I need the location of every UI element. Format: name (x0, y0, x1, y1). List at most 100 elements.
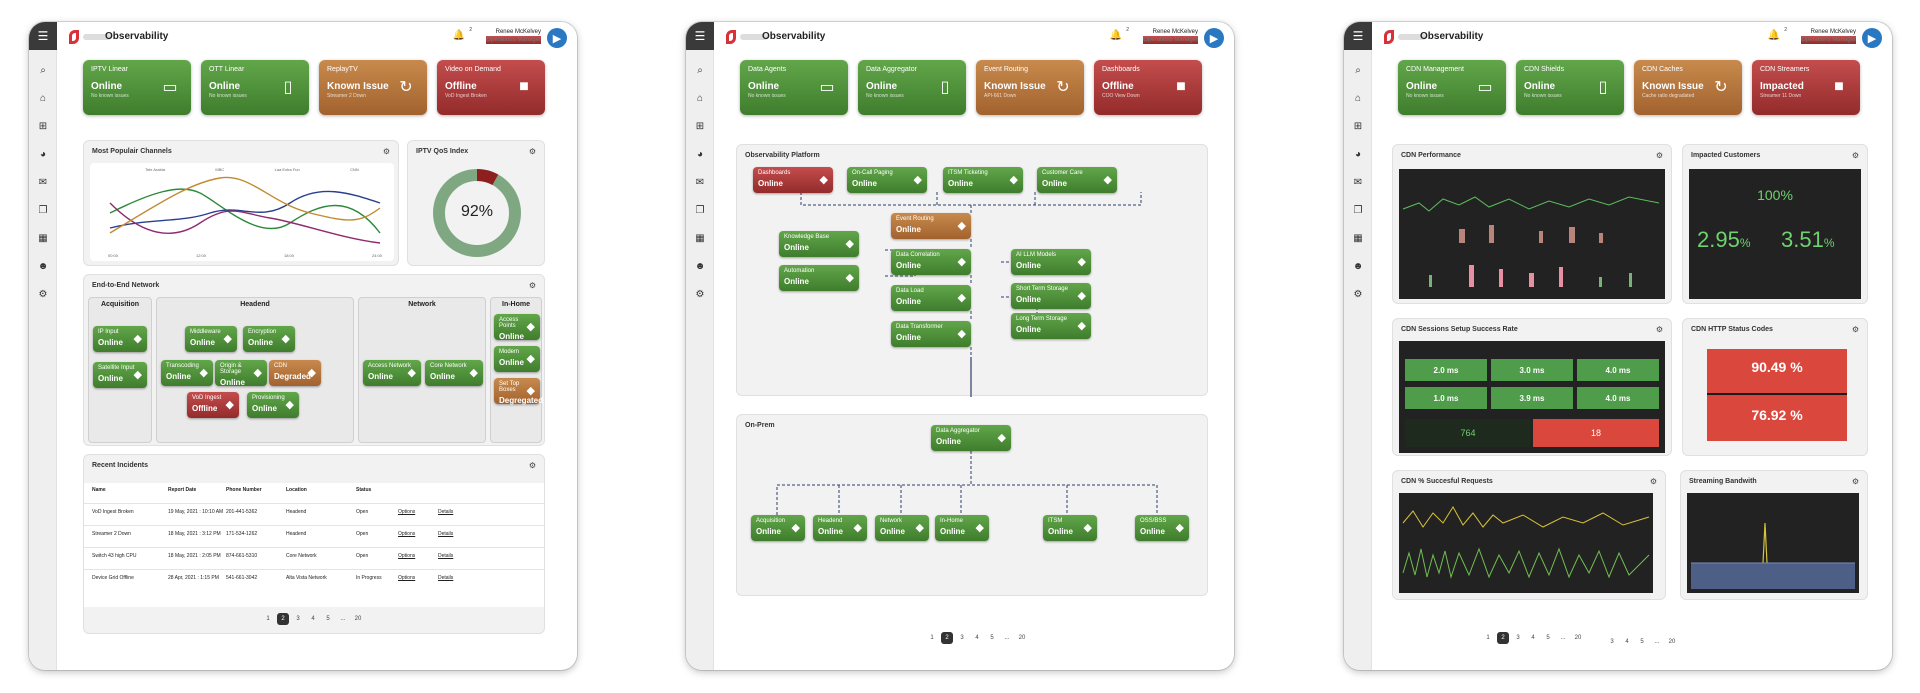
users-icon[interactable]: ☻ (1352, 260, 1364, 272)
page-link[interactable]: 20 (354, 616, 362, 622)
gear-icon[interactable]: ⚙ (528, 147, 536, 156)
home-icon[interactable]: ⌂ (696, 92, 704, 104)
page-link[interactable]: 4 (1625, 639, 1629, 645)
page-link[interactable]: 3 (296, 616, 300, 622)
gear-icon[interactable]: ⚙ (382, 147, 390, 156)
details-link[interactable]: Details (438, 509, 454, 515)
details-link[interactable]: Details (438, 575, 454, 581)
menu-icon[interactable]: ☰ (686, 22, 714, 50)
users-icon[interactable]: ☻ (694, 260, 706, 272)
page-link[interactable]: 1 (1486, 635, 1490, 641)
page-link[interactable]: 5 (326, 616, 330, 622)
page-link[interactable]: 1 (930, 635, 934, 641)
pages-icon[interactable]: ❐ (695, 204, 705, 216)
gear-icon[interactable]: ⚙ (528, 281, 536, 290)
page-link[interactable]: 4 (975, 635, 979, 641)
page-link[interactable]: ... (1004, 635, 1010, 641)
pie-icon[interactable]: ◕ (39, 148, 47, 160)
menu-icon[interactable]: ☰ (1344, 22, 1372, 50)
page-link[interactable]: 2 (941, 632, 953, 644)
page-link[interactable]: ... (1560, 635, 1566, 641)
bell-icon[interactable]: 🔔 (1109, 30, 1122, 41)
details-link[interactable]: Details (438, 531, 454, 537)
pie-icon[interactable]: ◕ (1354, 148, 1362, 160)
gear-icon[interactable]: ⚙ (1851, 325, 1859, 334)
page-link[interactable]: 2 (1497, 632, 1509, 644)
page-link[interactable]: 20 (1018, 635, 1026, 641)
page-link[interactable]: 1 (266, 616, 270, 622)
settings-icon[interactable]: ⚙ (38, 288, 48, 300)
flow-icon[interactable]: ⊞ (1353, 120, 1363, 132)
settings-icon[interactable]: ⚙ (1353, 288, 1363, 300)
options-link[interactable]: Options (398, 575, 416, 581)
options-link[interactable]: Options (398, 531, 416, 537)
pie-icon[interactable]: ◕ (696, 148, 704, 160)
users-icon[interactable]: ☻ (37, 260, 49, 272)
search-icon[interactable]: ⌕ (40, 64, 46, 76)
page-link[interactable]: 4 (1531, 635, 1535, 641)
mail-icon[interactable]: ✉ (38, 176, 48, 188)
flow-icon[interactable]: ⊞ (695, 120, 705, 132)
page-link[interactable]: ... (1654, 639, 1660, 645)
gear-icon[interactable]: ⚙ (1655, 151, 1663, 160)
mail-icon[interactable]: ✉ (695, 176, 705, 188)
gear-icon[interactable]: ⚙ (1649, 477, 1657, 486)
details-link[interactable]: Details (438, 553, 454, 559)
settings-icon[interactable]: ⚙ (695, 288, 705, 300)
gear-icon[interactable]: ⚙ (1655, 325, 1663, 334)
page-link[interactable]: 5 (1640, 639, 1644, 645)
page-link[interactable]: 3 (960, 635, 964, 641)
menu-icon[interactable]: ☰ (29, 22, 57, 50)
calendar-icon[interactable]: ▦ (38, 232, 48, 244)
search-icon[interactable]: ⌕ (1355, 64, 1361, 76)
page-link[interactable]: 20 (1668, 639, 1676, 645)
page-link[interactable]: 3 (1610, 639, 1614, 645)
calendar-icon[interactable]: ▦ (1353, 232, 1363, 244)
page-link[interactable]: 5 (990, 635, 994, 641)
calendar-icon[interactable]: ▦ (695, 232, 705, 244)
bell-icon[interactable]: 🔔 (1767, 30, 1780, 41)
pages-icon[interactable]: ❐ (1353, 204, 1363, 216)
page-link[interactable]: 5 (1546, 635, 1550, 641)
page-link[interactable]: 4 (311, 616, 315, 622)
